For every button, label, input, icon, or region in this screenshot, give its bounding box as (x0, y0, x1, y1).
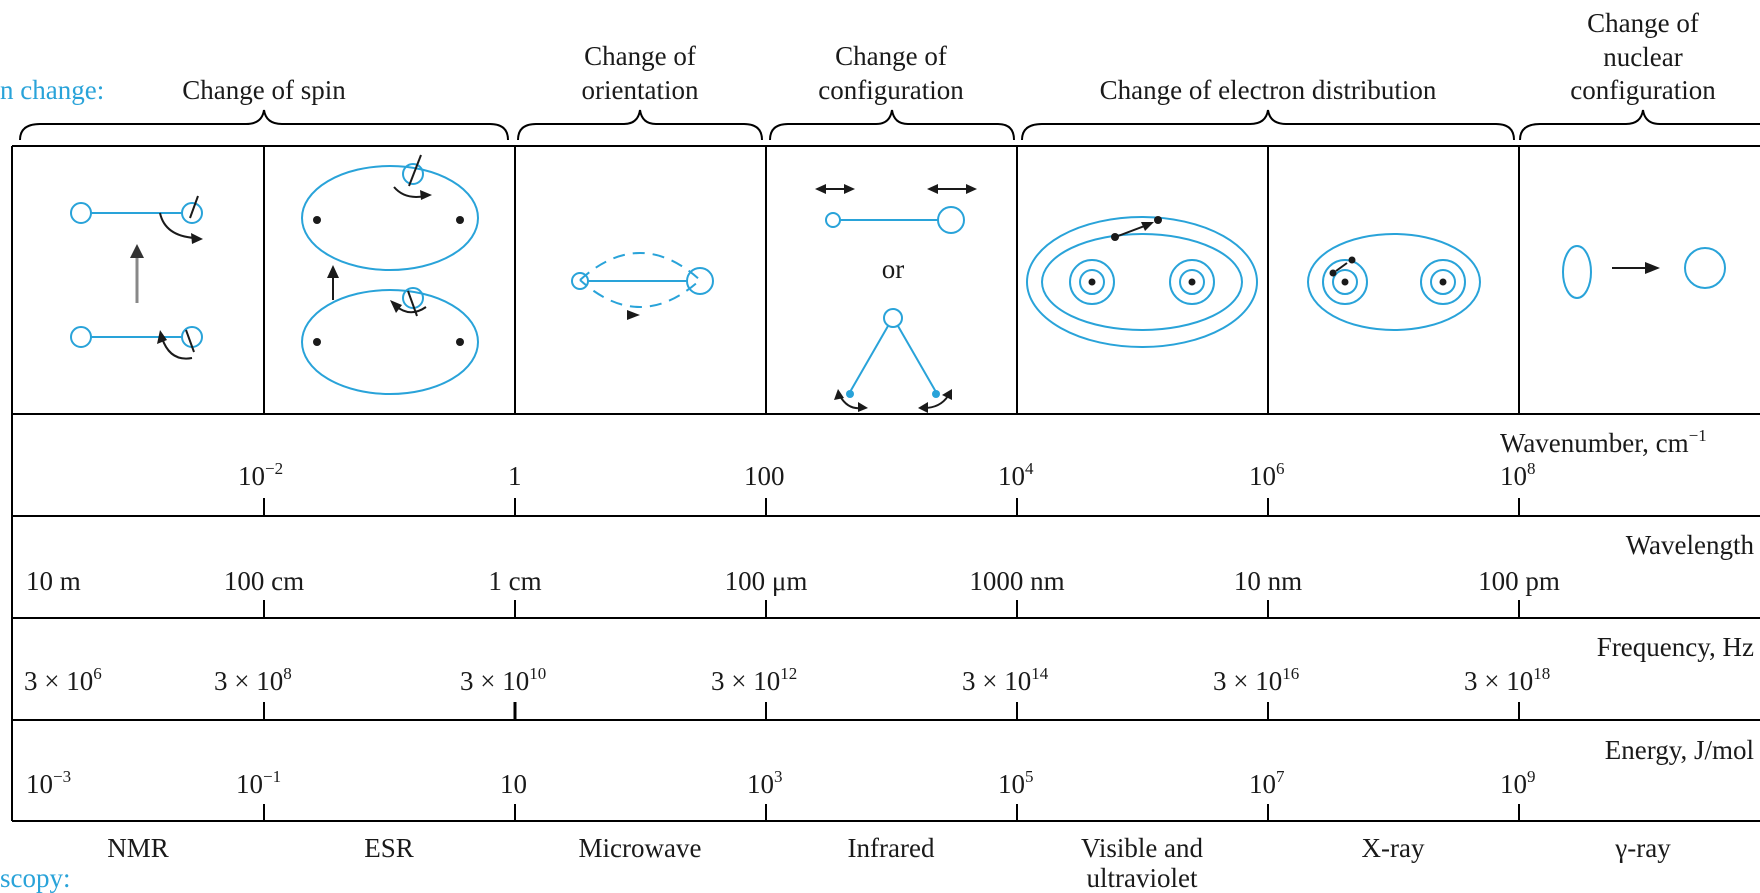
gamma-ray-illustration (1562, 245, 1726, 299)
frequency-tick-3: 3 × 1012 (711, 664, 797, 696)
wavenumber-tick-4: 106 (1249, 459, 1285, 491)
wavelength-tick-6: 100 pm (1478, 566, 1560, 596)
energy-tick-1: 10−1 (236, 767, 281, 799)
frequency-tick-6: 3 × 1018 (1464, 664, 1550, 696)
spectroscopy-visible-uv-line1: Visible and (1081, 833, 1204, 863)
energy-tick-0: 10−3 (26, 767, 71, 799)
frequency-label: Frequency, Hz (1597, 632, 1754, 662)
wavenumber-tick-3: 104 (998, 459, 1034, 491)
wavelength-tick-3: 100 μm (725, 566, 808, 596)
wavenumber-label-text: Wavenumber, cm (1500, 428, 1689, 458)
energy-tick-3: 103 (747, 767, 783, 799)
header-change-of-orientation: Change of orientation (582, 41, 699, 105)
wavenumber-label-sup: −1 (1689, 426, 1707, 445)
esr-illustration (301, 154, 479, 395)
wavelength-tick-1: 100 cm (224, 566, 304, 596)
header-change-of-electron-distribution: Change of electron distribution (1100, 75, 1437, 105)
energy-row: Energy, J/mol 10−3 10−1 10 103 105 107 1… (26, 735, 1754, 799)
header-configuration-line2: configuration (818, 75, 964, 105)
left-label-change: n change: (0, 75, 104, 105)
wavelength-tick-5: 10 nm (1234, 566, 1302, 596)
spectroscopy-visible-uv-line2: ultraviolet (1087, 863, 1198, 893)
tick-marks (263, 498, 1520, 821)
energy-tick-2: 10 (500, 769, 527, 799)
wavenumber-tick-0: 10−2 (238, 459, 283, 491)
header-change-of-nuclear-configuration: Change of nuclear configuration (1570, 8, 1716, 105)
header-change-of-configuration: Change of configuration (818, 41, 964, 105)
frequency-tick-4: 3 × 1014 (962, 664, 1049, 696)
frequency-tick-0: 3 × 106 (24, 664, 102, 696)
wavelength-row: Wavelength 10 m 100 cm 1 cm 100 μm 1000 … (26, 530, 1754, 596)
header-nuclear-line3: configuration (1570, 75, 1716, 105)
left-label-spectroscopy: scopy: (0, 863, 71, 893)
energy-tick-6: 109 (1500, 767, 1536, 799)
header-change-of-spin: Change of spin (182, 75, 346, 105)
header-orientation-line1: Change of (584, 41, 696, 71)
spectroscopy-gamma-ray: γ-ray (1614, 833, 1671, 863)
spectroscopy-x-ray: X-ray (1362, 833, 1425, 863)
wavelength-label: Wavelength (1626, 530, 1755, 560)
nmr-illustration (70, 195, 203, 360)
infrared-illustration: or (815, 184, 977, 413)
visible-uv-illustration (1026, 216, 1258, 348)
frequency-row: Frequency, Hz 3 × 106 3 × 108 3 × 1010 3… (24, 632, 1754, 696)
energy-tick-5: 107 (1249, 767, 1285, 799)
header-nuclear-line1: Change of (1587, 8, 1699, 38)
header-braces (19, 109, 1760, 141)
brace-orientation (517, 109, 763, 141)
energy-tick-4: 105 (998, 767, 1034, 799)
brace-nuclear (1519, 109, 1760, 141)
wavelength-tick-2: 1 cm (488, 566, 541, 596)
wavelength-tick-4: 1000 nm (969, 566, 1064, 596)
wavelength-tick-0: 10 m (26, 566, 81, 596)
wavenumber-tick-1: 1 (508, 461, 522, 491)
spectroscopy-esr: ESR (364, 833, 414, 863)
spectroscopy-microwave: Microwave (579, 833, 702, 863)
brace-electron (1021, 109, 1515, 141)
wavenumber-tick-5: 108 (1500, 459, 1536, 491)
header-configuration-line1: Change of (835, 41, 947, 71)
brace-spin (19, 109, 509, 141)
wavenumber-tick-2: 100 (744, 461, 785, 491)
header-orientation-line2: orientation (582, 75, 699, 105)
wavenumber-label: Wavenumber, cm−1 (1500, 426, 1707, 458)
table-frame (11, 145, 1760, 822)
or-label: or (882, 254, 905, 284)
header-nuclear-line2: nuclear (1603, 42, 1682, 72)
spectroscopy-labels: NMR ESR Microwave Infrared Visible and u… (107, 833, 1671, 893)
frequency-tick-5: 3 × 1016 (1213, 664, 1299, 696)
microwave-illustration (571, 252, 714, 320)
brace-configuration (769, 109, 1015, 141)
spectroscopy-nmr: NMR (107, 833, 169, 863)
energy-label: Energy, J/mol (1605, 735, 1754, 765)
wavenumber-row: Wavenumber, cm−1 10−2 1 100 104 106 108 (238, 426, 1707, 491)
frequency-tick-2: 3 × 1010 (460, 664, 546, 696)
x-ray-illustration (1307, 233, 1481, 331)
frequency-tick-1: 3 × 108 (214, 664, 292, 696)
spectroscopy-infrared: Infrared (848, 833, 935, 863)
